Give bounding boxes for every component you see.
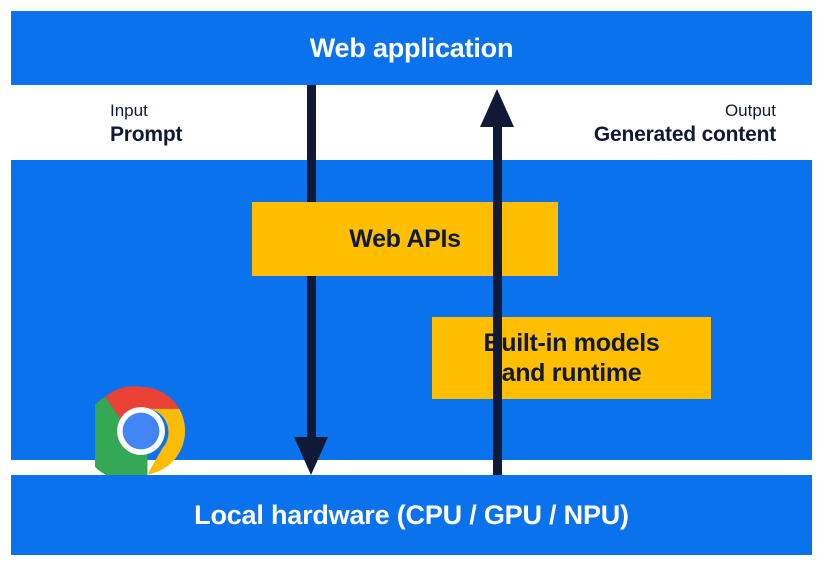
band-web-application-label: Web application [309,32,514,63]
arrow-up-icon [493,104,502,475]
flow-input-label: Prompt [110,122,183,146]
box-web-apis: Web APIs [252,202,558,276]
chrome-logo-icon [95,386,186,477]
box-builtin-models: Built-in models and runtime [432,317,711,399]
arrow-down-head-icon [294,437,328,475]
band-local-hardware-label: Local hardware (CPU / GPU / NPU) [194,499,629,530]
box-builtin-models-label: Built-in models and runtime [483,328,660,388]
flow-output-kicker: Output [724,101,776,120]
flow-output-label: Generated content [593,122,776,146]
flow-output-caption: Output Generated content [594,100,776,149]
flow-input-caption: Input Prompt [110,100,183,149]
band-web-application: Web application [11,11,812,85]
flow-input-kicker: Input [110,101,148,120]
arrow-up-head-icon [480,89,514,127]
box-web-apis-label: Web APIs [349,224,461,253]
band-local-hardware: Local hardware (CPU / GPU / NPU) [11,475,812,555]
